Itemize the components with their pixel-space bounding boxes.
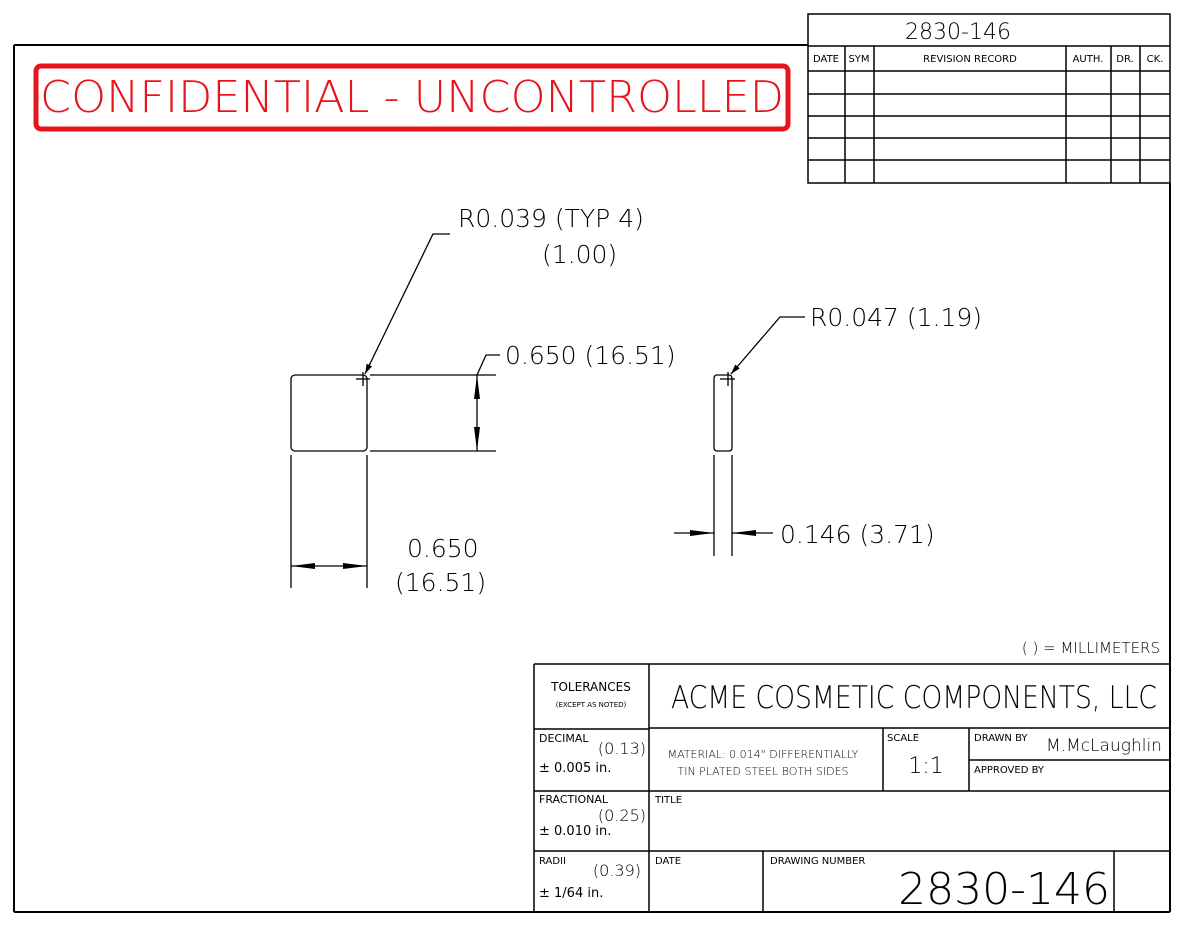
side-radius-label: R0.047 (1.19): [810, 303, 982, 332]
width-dimension-label: 0.650: [407, 534, 479, 563]
tolerances-label: TOLERANCES: [550, 680, 631, 694]
confidential-stamp-border: [33, 63, 791, 132]
thickness-dimension-label: 0.146 (3.71): [780, 520, 935, 549]
rev-header-sym: SYM: [848, 54, 869, 65]
radii-inch-tolerance: ± 1/64 in.: [539, 886, 603, 901]
revision-block: [807, 13, 1171, 184]
drawn-by-label: DRAWN BY: [974, 733, 1028, 744]
drawing-border: [13, 44, 1171, 913]
drawing-number-label: DRAWING NUMBER: [770, 856, 865, 867]
height-dimension-label: 0.650 (16.51): [505, 341, 676, 370]
corner-radius-label: R0.039 (TYP 4): [458, 204, 644, 233]
material-line-1: MATERIAL: 0.014" DIFFERENTIALLY: [668, 748, 859, 761]
radii-mm-tolerance: (0.39): [593, 861, 641, 880]
tolerances-sub-label: (EXCEPT AS NOTED): [556, 701, 627, 709]
rev-header-ck: CK.: [1147, 54, 1164, 65]
fractional-inch-tolerance: ± 0.010 in.: [539, 824, 611, 839]
approved-by-label: APPROVED BY: [974, 765, 1045, 776]
date-label: DATE: [655, 856, 681, 867]
corner-radius-mm-label: (1.00): [542, 240, 617, 269]
scale-label: SCALE: [887, 733, 919, 744]
title-block: [533, 663, 1170, 912]
rev-header-dr: DR.: [1116, 54, 1133, 65]
drawing-number-main: 2830-146: [898, 864, 1110, 915]
fractional-mm-tolerance: (0.25): [598, 806, 646, 825]
drawing-number-top: 2830-146: [905, 20, 1011, 45]
company-name: ACME COSMETIC COMPONENTS, LLC: [671, 680, 1157, 716]
rev-header-record: REVISION RECORD: [923, 54, 1017, 65]
confidential-stamp-text: CONFIDENTIAL - UNCONTROLLED: [40, 72, 784, 123]
drawn-by-value: M.McLaughlin: [1046, 736, 1162, 756]
width-dimension-mm-label: (16.51): [395, 568, 486, 597]
scale-value: 1:1: [908, 754, 943, 779]
decimal-mm-tolerance: (0.13): [598, 739, 646, 758]
title-label: TITLE: [654, 795, 682, 806]
rev-header-auth: AUTH.: [1073, 54, 1104, 65]
side-view: [674, 316, 805, 556]
decimal-label: DECIMAL: [539, 732, 589, 745]
material-line-2: TIN PLATED STEEL BOTH SIDES: [677, 765, 848, 778]
decimal-inch-tolerance: ± 0.005 in.: [539, 761, 611, 776]
fractional-label: FRACTIONAL: [539, 793, 609, 806]
front-view: [290, 233, 500, 588]
rev-header-date: DATE: [813, 54, 839, 65]
radii-label: RADII: [539, 856, 566, 867]
units-note: ( ) = MILLIMETERS: [1022, 639, 1160, 657]
